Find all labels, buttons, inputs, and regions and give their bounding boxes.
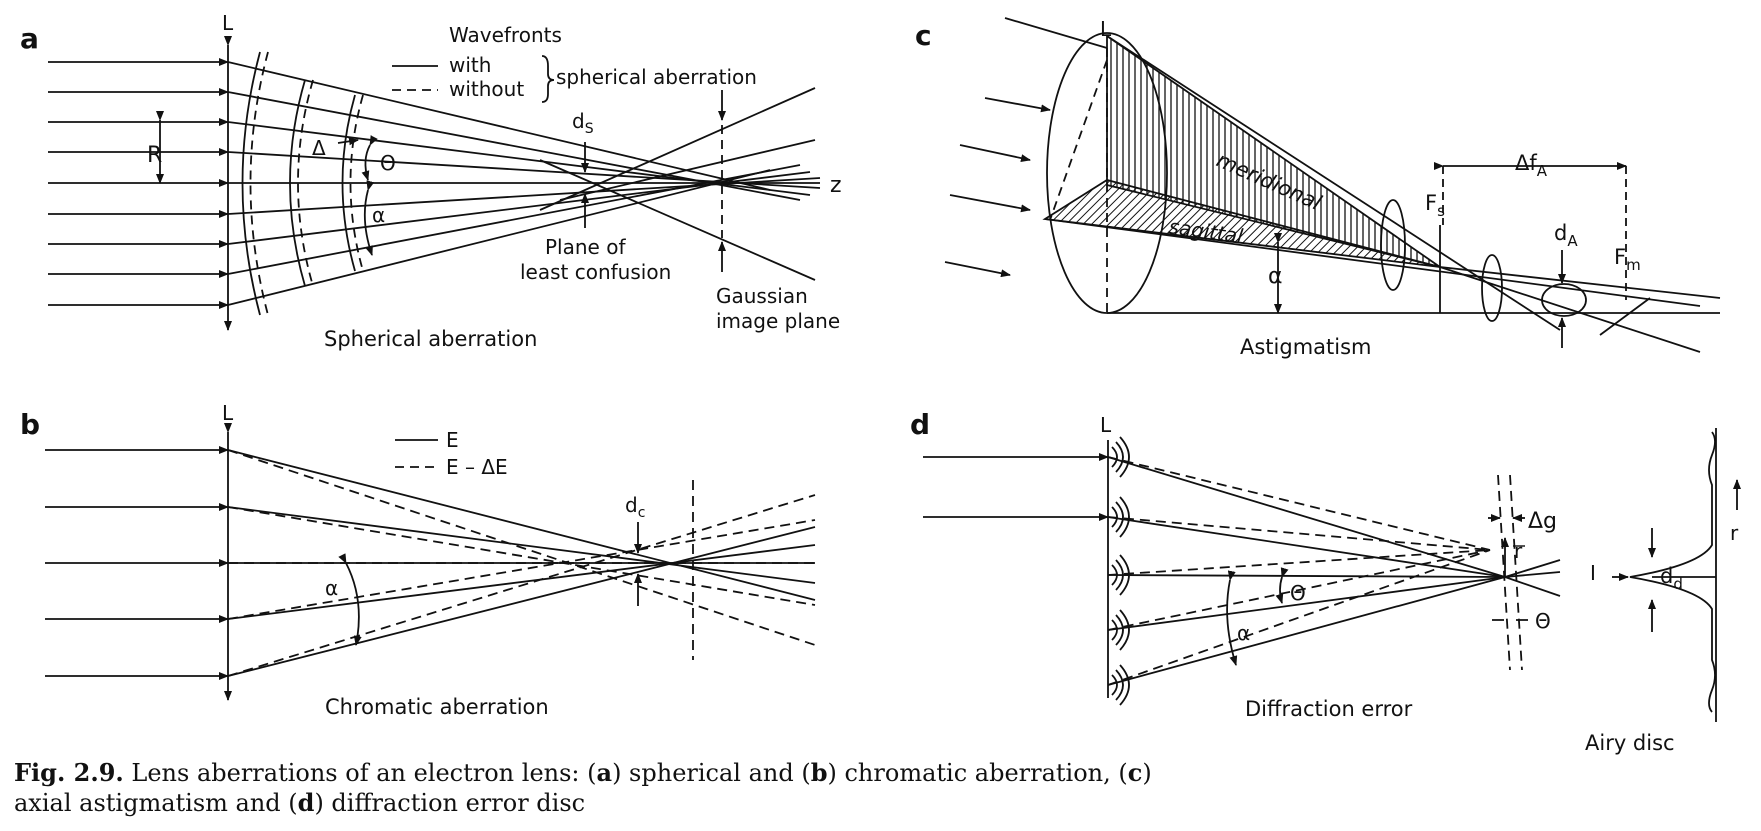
- panel-c-dA-ellipse: [1541, 283, 1587, 317]
- panel-c-Fs-label: Fs: [1425, 191, 1445, 220]
- panel-d-dg-label: Δg: [1528, 509, 1557, 534]
- panel-c-section-2: [1481, 254, 1503, 322]
- panel-b-dc-label: dc: [625, 493, 645, 521]
- panel-a-theta-label: Θ: [380, 151, 396, 175]
- panel-a-legend-with: with: [449, 53, 491, 77]
- panel-a: a L: [20, 11, 842, 351]
- panel-a-z-label: z: [830, 173, 842, 198]
- panel-a-legend-title: Wavefronts: [449, 23, 562, 47]
- panel-a-gauss-label-2: image plane: [716, 309, 840, 333]
- panel-c-Fm-label: Fm: [1614, 245, 1641, 274]
- panel-a-plane-label-2: least confusion: [520, 260, 671, 284]
- panel-d-airy-curve: [1629, 431, 1716, 713]
- panel-d: d L: [910, 408, 1741, 755]
- panel-a-letter: a: [20, 22, 39, 55]
- panel-b-alpha-arc: [338, 553, 362, 646]
- panel-c-title: Astigmatism: [1240, 335, 1372, 359]
- panel-a-delta-label: Δ: [312, 136, 326, 160]
- panel-b-title: Chromatic aberration: [325, 695, 549, 719]
- panel-d-solid-rays: [1107, 456, 1561, 686]
- panel-d-incoming-rays: [923, 453, 1109, 521]
- panel-c: c L α meridion: [915, 17, 1721, 359]
- panel-d-theta1-label: Θ: [1290, 581, 1306, 605]
- panel-c-incoming-rays: [944, 17, 1108, 278]
- panel-a-delta-arrow: [337, 137, 359, 146]
- panel-c-Fm-line: [1599, 297, 1651, 336]
- figure-caption: Fig. 2.9. Lens aberrations of an electro…: [14, 758, 1152, 817]
- panel-a-lens-label: L: [222, 11, 234, 35]
- panel-d-theta-arc: [1275, 567, 1289, 604]
- panel-d-alpha-label: α: [1237, 621, 1250, 645]
- panel-a-converging-rays: [227, 61, 821, 306]
- panel-b-legend-solid-label: E: [446, 428, 459, 452]
- panel-d-letter: d: [910, 408, 930, 441]
- panel-a-alpha-arc: [363, 180, 375, 256]
- panel-b-incoming-rays: [45, 446, 229, 680]
- panel-d-title: Diffraction error: [1245, 697, 1413, 721]
- panel-a-wavefronts: [241, 51, 364, 316]
- panel-c-dfa-label: ΔfA: [1515, 151, 1548, 180]
- panel-a-ds-label: dS: [572, 109, 594, 137]
- panel-a-alpha-label: α: [372, 203, 385, 227]
- panel-d-alpha-arc: [1226, 570, 1238, 666]
- panel-d-theta2-label: Θ: [1535, 609, 1551, 633]
- panel-b-legend-dashed-label: E – ΔE: [446, 455, 508, 479]
- panel-c-sagittal-fan: [1042, 179, 1441, 268]
- caption-label: Fig. 2.9.: [14, 758, 124, 787]
- panel-b-lens-label: L: [222, 401, 234, 425]
- panel-d-dashed-rays: [1107, 456, 1523, 686]
- panel-d-lens-label: L: [1100, 413, 1112, 437]
- panel-c-rays: [1044, 35, 1721, 353]
- panel-b-letter: b: [20, 408, 40, 441]
- panel-a-legend-suffix: spherical aberration: [556, 65, 757, 89]
- panel-c-dA-label: dA: [1554, 221, 1578, 250]
- panel-d-dd-label: dd: [1660, 564, 1683, 593]
- panel-a-theta-arc: [361, 135, 378, 181]
- panel-c-lens-label: L: [1100, 17, 1112, 41]
- panel-d-r-axis-label: r: [1730, 521, 1739, 545]
- panel-d-I-label: I: [1590, 561, 1596, 585]
- panel-c-letter: c: [915, 19, 932, 52]
- panel-b-alpha-label: α: [325, 576, 338, 600]
- panel-a-legend-brace: [541, 55, 555, 103]
- panel-a-gauss-label-1: Gaussian: [716, 284, 808, 308]
- panel-a-legend-without: without: [449, 77, 524, 101]
- panel-d-wavelets: [1111, 436, 1130, 706]
- panel-c-alpha-label: α: [1268, 264, 1283, 289]
- panel-a-plane-label-1: Plane of: [545, 235, 626, 259]
- panel-b-dashed-rays: [227, 449, 816, 677]
- panel-b: b L α dc E: [20, 401, 816, 719]
- panel-a-title: Spherical aberration: [324, 327, 537, 351]
- panel-c-section-1: [1380, 199, 1406, 291]
- panel-a-incoming-rays: [48, 58, 229, 309]
- panel-d-r-vector-label: r: [1514, 539, 1523, 563]
- panel-a-R-label: R: [147, 143, 162, 168]
- panel-d-airy-label: Airy disc: [1585, 731, 1675, 755]
